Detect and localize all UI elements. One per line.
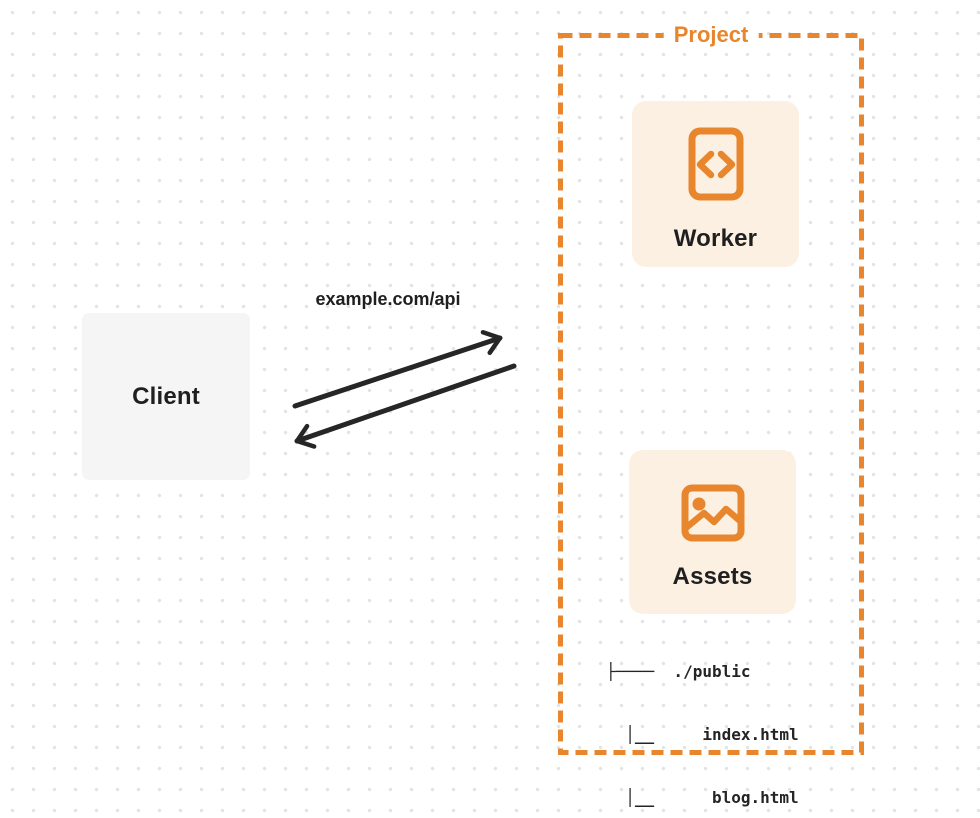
project-dashed-border xyxy=(558,33,864,755)
project-label: Project xyxy=(663,22,759,48)
file-tree-line-public: ├──── ./public xyxy=(606,662,751,681)
project-container: Project Worker Assets ├──── ./public │__… xyxy=(558,22,864,807)
file-tree-line-index: │__ index.html xyxy=(606,725,799,744)
assets-label: Assets xyxy=(672,563,753,590)
image-icon xyxy=(681,484,744,542)
assets-node: Assets xyxy=(629,450,796,614)
request-arrow xyxy=(292,330,503,409)
worker-node: Worker xyxy=(632,101,799,267)
file-tree: ├──── ./public │__ index.html │__ blog.h… xyxy=(606,619,799,818)
worker-label: Worker xyxy=(673,225,758,252)
code-file-icon xyxy=(688,127,743,201)
response-arrow xyxy=(294,363,517,449)
client-node: Client xyxy=(82,313,250,480)
client-label: Client xyxy=(132,382,200,410)
file-tree-line-blog: │__ blog.html xyxy=(606,788,799,807)
request-url-label: example.com/api xyxy=(315,289,461,309)
